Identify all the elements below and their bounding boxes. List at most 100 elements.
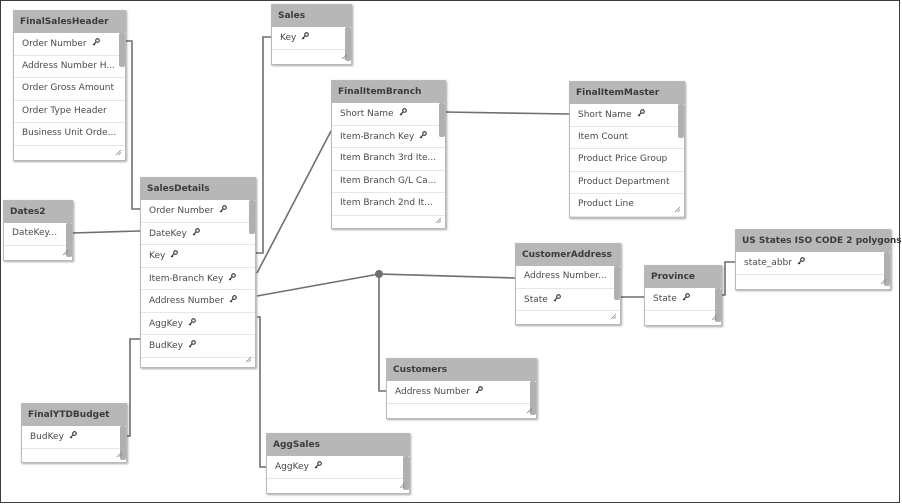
field-row[interactable]: Product Department	[570, 172, 684, 194]
scrollbar-thumb[interactable]	[678, 104, 684, 138]
scrollbar-thumb[interactable]	[120, 426, 126, 460]
key-icon	[682, 293, 690, 303]
field-row[interactable]: Address Number	[141, 290, 255, 313]
field-row[interactable]: State	[645, 288, 721, 311]
field-row[interactable]: Product Price Group	[570, 149, 684, 172]
field-row[interactable]: Item-Branch Key	[332, 126, 445, 148]
scrollbar-thumb[interactable]	[66, 223, 72, 257]
field-row[interactable]: DateKey...	[4, 223, 72, 246]
table-title[interactable]: FinalItemMaster	[570, 82, 684, 104]
resize-grip-icon[interactable]	[62, 249, 69, 258]
field-name: State	[524, 294, 548, 305]
scrollbar-thumb[interactable]	[884, 252, 890, 286]
field-row[interactable]: Item Branch 2nd It...	[332, 193, 445, 216]
scrollbar-thumb[interactable]	[249, 200, 255, 234]
resize-grip-icon[interactable]	[880, 278, 887, 287]
scrollbar-thumb[interactable]	[614, 266, 620, 300]
resize-grip-icon[interactable]	[526, 407, 533, 416]
field-row[interactable]: Address Number H...	[14, 56, 125, 78]
field-row[interactable]: Key	[141, 245, 255, 268]
field-row[interactable]: Order Number	[14, 33, 125, 56]
table-title[interactable]: US States ISO CODE 2 polygons	[736, 230, 902, 252]
resize-grip-icon[interactable]	[711, 314, 718, 323]
field-row[interactable]: state_abbr	[736, 252, 890, 275]
resize-grip-icon[interactable]	[341, 53, 348, 62]
field-row[interactable]: Short Name	[332, 103, 445, 126]
resize-grip-icon[interactable]	[435, 217, 442, 226]
resize-grip-icon[interactable]	[399, 482, 406, 491]
table-field-list[interactable]: AggKey	[267, 456, 409, 479]
field-name: State	[653, 294, 677, 304]
table-field-list[interactable]: Address Number... State	[516, 266, 620, 311]
scrollbar-thumb[interactable]	[345, 27, 351, 61]
resize-grip-icon[interactable]	[116, 451, 123, 460]
field-row[interactable]: Address Number...	[516, 266, 620, 289]
field-name: Item Branch 3rd Ite...	[340, 153, 437, 163]
field-row[interactable]: Item-Branch Key	[141, 268, 255, 290]
field-row[interactable]: Product Line	[570, 194, 684, 217]
table-title[interactable]: Customers	[387, 359, 536, 381]
resize-grip-icon[interactable]	[610, 313, 617, 322]
field-row[interactable]: Item Count	[570, 127, 684, 149]
scrollbar-thumb[interactable]	[403, 456, 409, 490]
field-name: Item-Branch Key	[340, 131, 415, 142]
table-field-list[interactable]: DateKey...	[4, 223, 72, 246]
field-name: Order Number	[149, 206, 214, 216]
table-field-list[interactable]: BudKey	[22, 426, 126, 449]
field-name: AggKey	[275, 462, 309, 472]
resize-grip-icon[interactable]	[115, 149, 122, 158]
field-row[interactable]: Order Gross Amount	[14, 78, 125, 101]
table-title[interactable]: FinalSalesHeader	[14, 11, 125, 33]
field-row[interactable]: BudKey	[22, 426, 126, 449]
scrollbar-thumb[interactable]	[439, 103, 445, 137]
resize-grip-icon[interactable]	[245, 356, 252, 365]
field-row[interactable]: Item Branch G/L Ca...	[332, 171, 445, 193]
table-title[interactable]: AggSales	[267, 434, 409, 456]
table-title[interactable]: SalesDetails	[141, 178, 255, 200]
field-row[interactable]: Order Number	[141, 200, 255, 223]
table-field-list[interactable]: State	[645, 288, 721, 311]
table-title[interactable]: CustomerAddress	[516, 244, 620, 266]
table-field-list[interactable]: Key	[272, 27, 351, 50]
field-row[interactable]: DateKey	[141, 223, 255, 245]
field-row[interactable]: AggKey	[141, 313, 255, 335]
scrollbar-thumb[interactable]	[715, 288, 721, 322]
field-row[interactable]: Address Number	[387, 381, 536, 404]
scrollbar-thumb[interactable]	[119, 33, 125, 67]
field-row[interactable]: Order Type Header	[14, 101, 125, 123]
resize-grip-icon[interactable]	[674, 206, 681, 215]
field-row[interactable]: Key	[272, 27, 351, 50]
table-title[interactable]: Province	[645, 266, 721, 288]
field-name: Short Name	[578, 110, 632, 120]
field-row[interactable]: BudKey	[141, 335, 255, 358]
table-field-list[interactable]: Address Number	[387, 381, 536, 404]
table-title[interactable]: FinalYTDBudget	[22, 404, 126, 426]
field-row[interactable]: State	[516, 289, 620, 311]
table-field-list[interactable]: state_abbr	[736, 252, 890, 275]
field-row[interactable]: Business Unit Orde...	[14, 123, 125, 146]
field-row[interactable]: Short Name	[570, 104, 684, 127]
field-row[interactable]: AggKey	[267, 456, 409, 479]
field-row[interactable]: Item Branch 3rd Ite...	[332, 148, 445, 171]
table-title[interactable]: Dates2	[4, 201, 72, 223]
table-title[interactable]: Sales	[272, 5, 351, 27]
table-title[interactable]: FinalItemBranch	[332, 81, 445, 103]
scrollbar-thumb[interactable]	[530, 381, 536, 415]
